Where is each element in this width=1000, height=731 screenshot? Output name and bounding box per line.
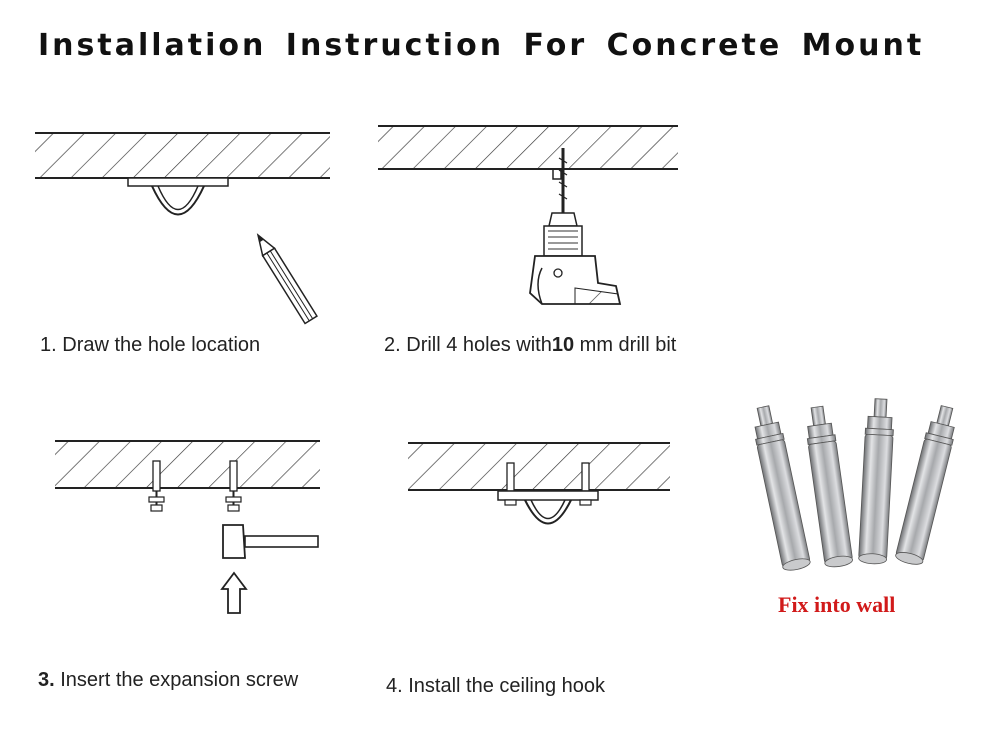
ceiling-hook-installed bbox=[497, 462, 599, 525]
bolt-4 bbox=[895, 405, 955, 565]
step1-text: Draw the hole location bbox=[62, 334, 261, 356]
drill-size-highlight: 10 bbox=[551, 334, 575, 356]
step2-illustration bbox=[378, 125, 678, 305]
step4-text: Install the ceiling hook bbox=[408, 675, 606, 697]
ceiling-slab bbox=[408, 442, 670, 491]
step2-text-before: Drill 4 holes with bbox=[406, 334, 552, 356]
page-title: Installation Instruction For Concrete Mo… bbox=[38, 28, 925, 63]
product-caption: Fix into wall bbox=[778, 592, 896, 617]
step3-caption: 3. Insert the expansion screw bbox=[38, 667, 298, 694]
expansion-bolt-image bbox=[754, 398, 955, 571]
ceiling-slab bbox=[35, 132, 330, 179]
step1-illustration bbox=[35, 132, 330, 325]
step1-number: 1. bbox=[40, 334, 57, 356]
bolt-2 bbox=[806, 405, 853, 568]
step3-text: Insert the expansion screw bbox=[60, 669, 299, 691]
step3-number: 3. bbox=[38, 669, 55, 691]
bolt-3 bbox=[858, 398, 894, 565]
step2-text-after: mm drill bit bbox=[579, 334, 677, 356]
hammer-icon bbox=[222, 524, 319, 559]
step2-caption: 2. Drill 4 holes with10 mm drill bit bbox=[384, 332, 704, 359]
pencil-icon bbox=[256, 233, 318, 325]
step4-caption: 4. Install the ceiling hook bbox=[386, 673, 605, 700]
ceiling-hook-plate bbox=[127, 177, 229, 216]
bolt-1 bbox=[754, 405, 811, 571]
ceiling-slab bbox=[378, 125, 678, 180]
up-arrow-icon bbox=[220, 571, 248, 614]
step2-number: 2. bbox=[384, 334, 401, 356]
expansion-screw-right bbox=[225, 460, 242, 512]
step1-caption: 1. Draw the hole location bbox=[40, 332, 260, 359]
step4-number: 4. bbox=[386, 675, 403, 697]
ceiling-slab bbox=[55, 440, 320, 489]
step3-illustration bbox=[55, 440, 320, 614]
drill-icon bbox=[529, 148, 622, 305]
expansion-screw-left bbox=[148, 460, 165, 512]
step4-illustration bbox=[408, 442, 670, 525]
